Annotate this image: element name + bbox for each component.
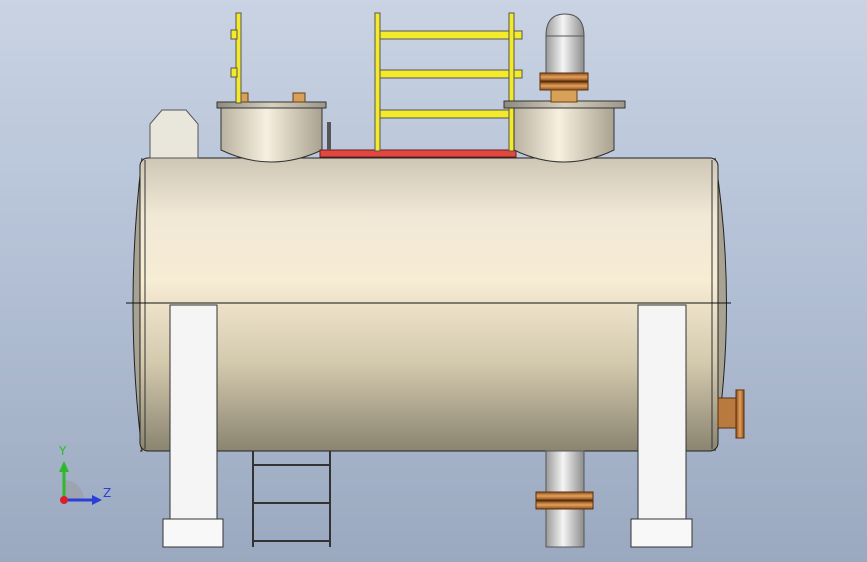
vent-pipe[interactable] <box>539 13 589 103</box>
sensor-housing[interactable] <box>149 109 199 159</box>
top-guardrail[interactable] <box>374 12 523 152</box>
platform-post <box>327 122 331 150</box>
tank-shell[interactable] <box>126 157 731 452</box>
right-manhole[interactable] <box>503 100 626 163</box>
right-support[interactable] <box>630 304 693 548</box>
triad-plane-icon <box>64 480 84 500</box>
z-axis-label: Z <box>103 486 111 500</box>
x-axis-dot-icon <box>60 496 68 504</box>
reference-triad: Y Z <box>58 444 111 505</box>
drain-pipe[interactable] <box>535 450 594 548</box>
left-handrail[interactable] <box>230 12 242 104</box>
top-platform[interactable] <box>319 149 517 158</box>
left-manhole[interactable] <box>216 92 327 163</box>
side-nozzle[interactable] <box>717 389 745 439</box>
access-ladder[interactable] <box>252 451 331 547</box>
left-support[interactable] <box>162 304 224 548</box>
y-axis-label: Y <box>58 444 67 458</box>
